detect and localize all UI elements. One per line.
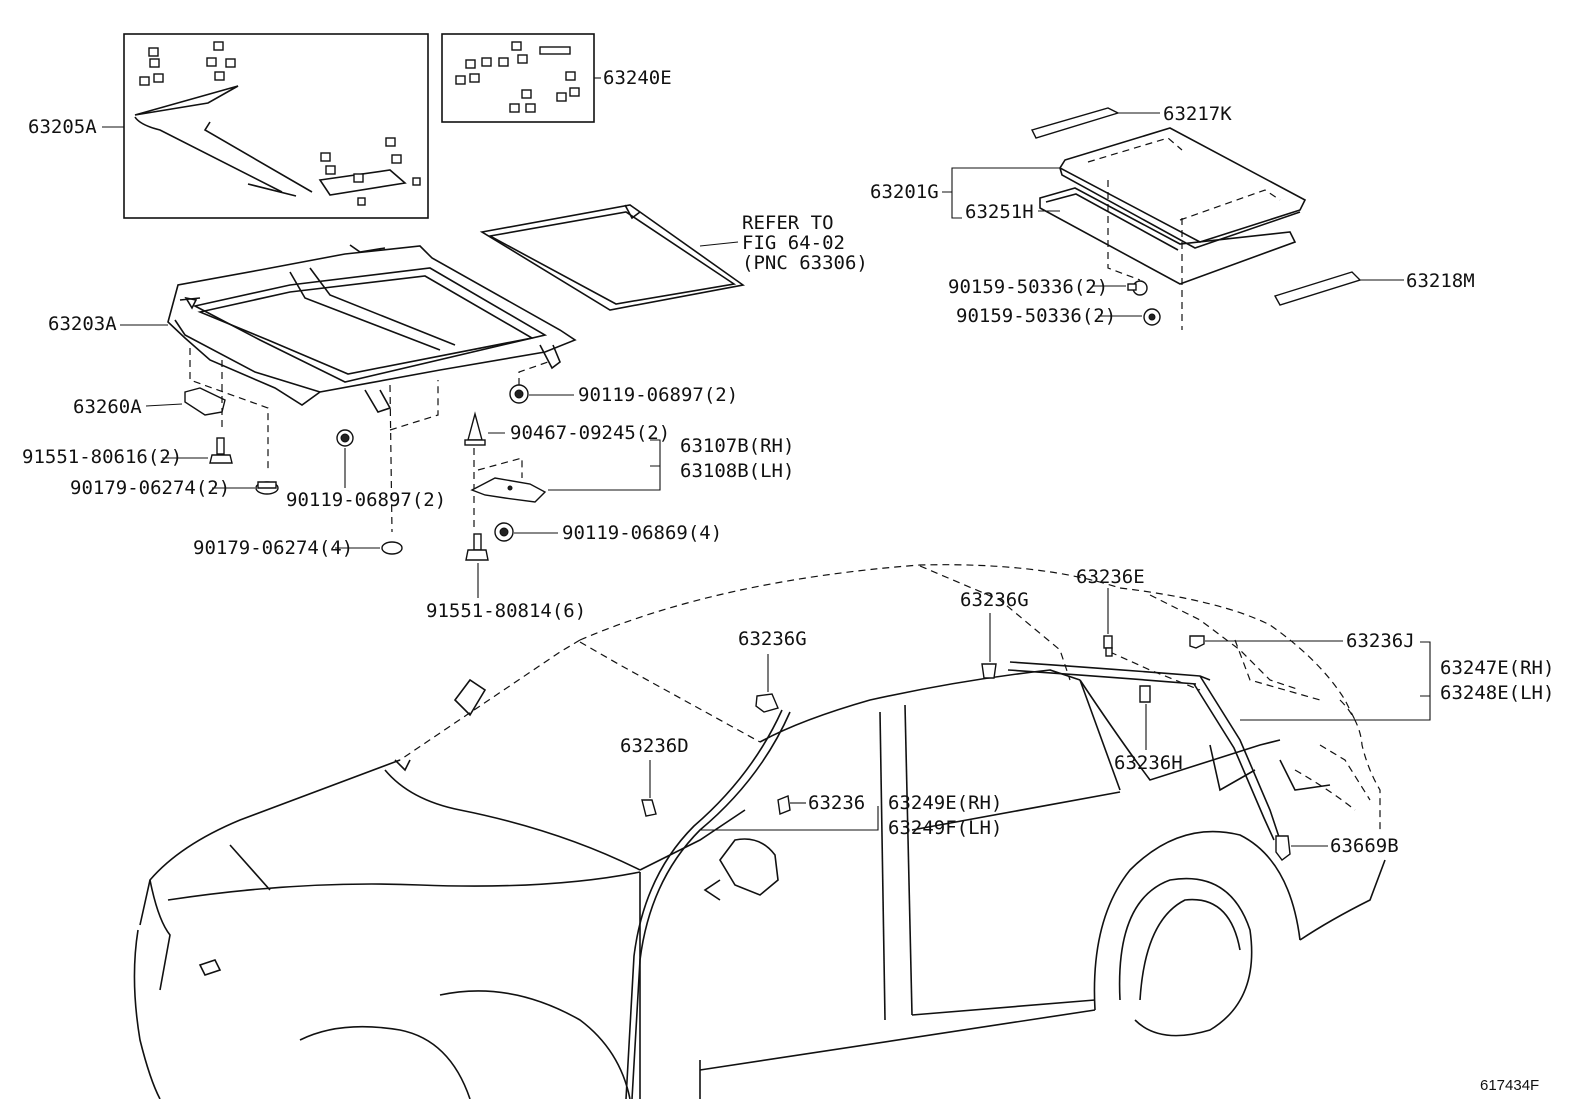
clip-63236g-front <box>755 693 779 713</box>
callout-90179-06274-b: 90179-06274(4) <box>193 537 353 559</box>
nut-90179-06274-b <box>381 541 403 555</box>
callout-63236d: 63236D <box>620 735 689 757</box>
callout-63236j: 63236J <box>1346 630 1415 652</box>
screw-90159-50336-b <box>1143 308 1161 326</box>
callout-90467-09245: 90467-09245(2) <box>510 422 670 444</box>
callout-63247e: 63247E(RH) <box>1440 657 1554 679</box>
clip-63236j <box>1189 635 1205 649</box>
nut-90119-06897-left <box>336 429 354 447</box>
vehicle-outline <box>133 564 1386 1099</box>
callout-63669b: 63669B <box>1330 835 1399 857</box>
callout-63201g: 63201G <box>870 181 939 203</box>
kit-box-63240e <box>441 33 595 123</box>
callout-91551-80616: 91551-80616(2) <box>22 446 182 468</box>
callout-63249f: 63249F(LH) <box>888 817 1002 839</box>
nut-90179-06274-a <box>255 481 279 495</box>
drip-channel-63247 <box>1007 661 1281 841</box>
callout-63217k: 63217K <box>1163 103 1232 125</box>
callout-63203a: 63203A <box>48 313 117 335</box>
nut-90119-06869 <box>494 522 514 542</box>
screw-90159-50336-a <box>1127 280 1148 296</box>
callout-91551-80814: 91551-80814(6) <box>426 600 586 622</box>
bolt-91551-80814 <box>465 533 489 561</box>
callout-90179-06274-a: 90179-06274(2) <box>70 477 230 499</box>
molding-63217k <box>1030 107 1120 139</box>
callout-63251h: 63251H <box>965 201 1034 223</box>
callout-63260a: 63260A <box>73 396 142 418</box>
callout-63236h: 63236H <box>1114 752 1183 774</box>
clip-63669b <box>1275 835 1291 861</box>
refer-note-line-3: (PNC 63306) <box>742 252 868 274</box>
refer-note-line-2: FIG 64-02 <box>742 232 845 254</box>
callout-63248e: 63248E(LH) <box>1440 682 1554 704</box>
drip-channel-63249 <box>625 709 791 1099</box>
callout-63108b: 63108B(LH) <box>680 460 794 482</box>
callout-63249e: 63249E(RH) <box>888 792 1002 814</box>
sunshade-panel <box>479 204 746 311</box>
bolt-91551-80616 <box>209 437 233 464</box>
refer-note-line-1: REFER TO <box>742 212 834 234</box>
clip-63236d <box>641 799 657 817</box>
callout-90119-06897-left: 90119-06897(2) <box>286 489 446 511</box>
seal-63251h <box>1039 187 1297 285</box>
callout-63218m: 63218M <box>1406 270 1475 292</box>
callout-63236: 63236 <box>808 792 865 814</box>
callout-63205a: 63205A <box>28 116 97 138</box>
callout-90119-06897-right: 90119-06897(2) <box>578 384 738 406</box>
callout-63236g-front: 63236G <box>738 628 807 650</box>
callout-63236g-rear: 63236G <box>960 589 1029 611</box>
bracket-63107b-63108b <box>470 477 547 503</box>
clip-63236 <box>777 795 791 815</box>
callout-90159-50336-a: 90159-50336(2) <box>948 276 1108 298</box>
clip-63236h <box>1139 685 1151 703</box>
clip-90467-09245 <box>464 411 486 446</box>
molding-63218m <box>1273 271 1362 306</box>
refer-note: REFER TO FIG 64-02 (PNC 63306) <box>742 212 868 274</box>
figure-id: 617434F <box>1480 1077 1539 1094</box>
clip-63236g-rear <box>981 663 997 679</box>
callout-63240e: 63240E <box>603 67 672 89</box>
callout-90159-50336-b: 90159-50336(2) <box>956 305 1116 327</box>
callout-63107b: 63107B(RH) <box>680 435 794 457</box>
callout-63236e: 63236E <box>1076 566 1145 588</box>
kit-box-63205a <box>123 33 429 219</box>
sunroof-frame-63203a <box>167 244 577 413</box>
clip-63236e <box>1103 635 1113 657</box>
callout-90119-06869: 90119-06869(4) <box>562 522 722 544</box>
nut-90119-06897-right <box>509 384 529 404</box>
part-63260a <box>184 387 226 416</box>
